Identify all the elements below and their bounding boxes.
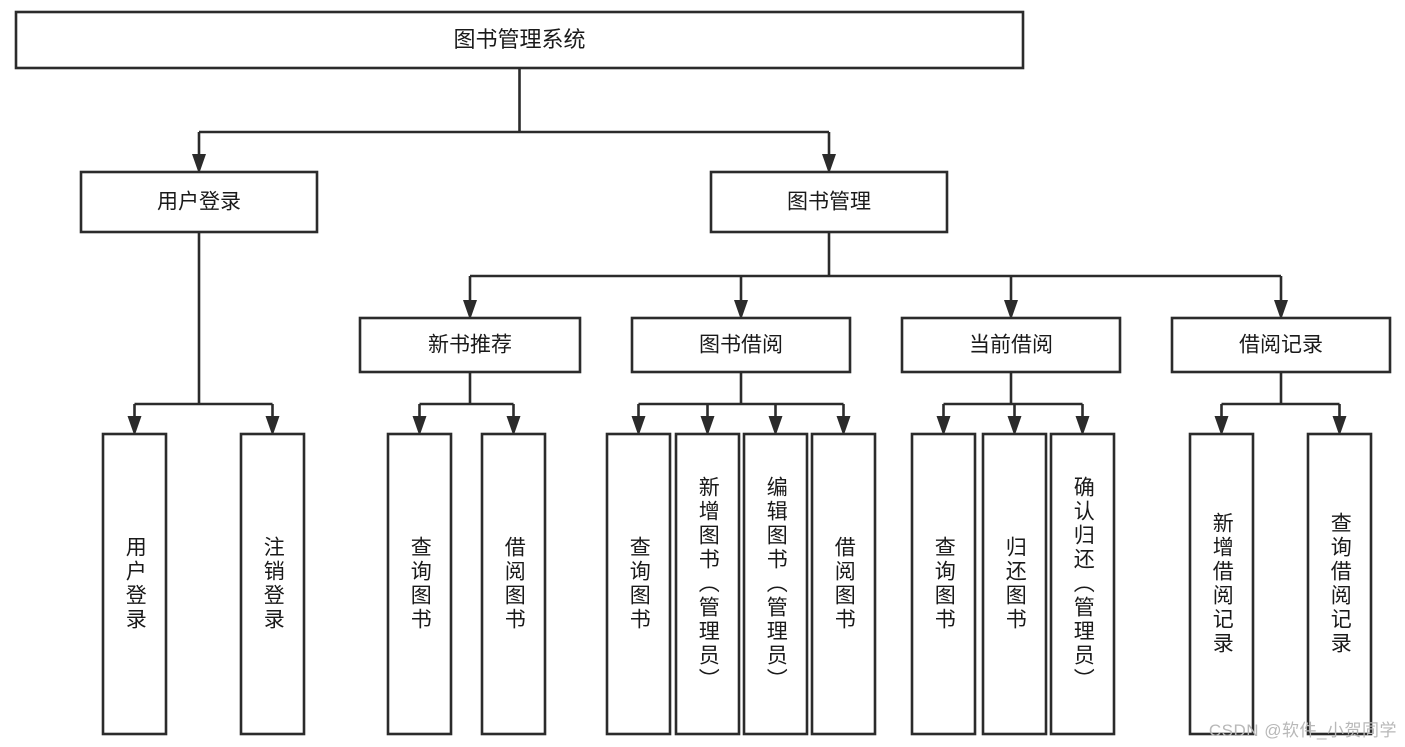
node-label-user-login: 用户登录 xyxy=(157,191,241,214)
node-box-leaf-cur-return-book[interactable] xyxy=(981,432,1048,736)
connector-layer xyxy=(127,68,1347,436)
arrow-head-icon xyxy=(265,416,280,436)
arrow-head-icon xyxy=(734,300,748,320)
node-label-borrow-record: 借阅记录 xyxy=(1239,334,1323,357)
node-box-leaf-rec-borrow-book[interactable] xyxy=(480,432,547,736)
arrow-head-icon xyxy=(463,300,477,320)
node-box-leaf-cur-query-book[interactable] xyxy=(910,432,977,736)
arrow-head-icon xyxy=(192,154,206,174)
node-label-book-manage: 图书管理 xyxy=(787,191,871,214)
arrow-head-icon xyxy=(700,416,715,436)
node-box-leaf-rec-query-record[interactable] xyxy=(1306,432,1373,736)
arrow-head-icon xyxy=(822,154,836,174)
node-box-root[interactable] xyxy=(14,10,1025,70)
arrow-head-icon xyxy=(631,416,646,436)
node-box-book-borrow[interactable] xyxy=(630,316,852,374)
node-box-layer xyxy=(14,10,1392,736)
arrow-head-icon xyxy=(1007,416,1022,436)
arrow-head-icon xyxy=(506,416,521,436)
node-label-root: 图书管理系统 xyxy=(453,27,585,52)
arrow-head-icon xyxy=(936,416,951,436)
node-label-current-borrow: 当前借阅 xyxy=(969,334,1053,357)
node-box-leaf-cur-confirm-return[interactable] xyxy=(1049,432,1116,736)
node-box-current-borrow[interactable] xyxy=(900,316,1122,374)
node-label-new-book-rec: 新书推荐 xyxy=(428,334,512,357)
arrow-head-icon xyxy=(1214,416,1229,436)
node-box-new-book-rec[interactable] xyxy=(358,316,582,374)
node-box-leaf-user-login[interactable] xyxy=(101,432,168,736)
arrow-head-icon xyxy=(127,416,142,436)
node-box-leaf-borrow-query-book[interactable] xyxy=(605,432,672,736)
node-box-leaf-rec-query-book[interactable] xyxy=(386,432,453,736)
watermark-text: CSDN @软件_小贺同学 xyxy=(1208,721,1397,740)
node-box-leaf-rec-add-record[interactable] xyxy=(1188,432,1255,736)
node-box-leaf-borrow-add-book[interactable] xyxy=(674,432,741,736)
node-box-borrow-record[interactable] xyxy=(1170,316,1392,374)
arrow-head-icon xyxy=(1075,416,1090,436)
node-box-leaf-borrow-lend-book[interactable] xyxy=(810,432,877,736)
node-box-book-manage[interactable] xyxy=(709,170,949,234)
node-box-user-login[interactable] xyxy=(79,170,319,234)
arrow-head-icon xyxy=(768,416,783,436)
arrow-head-icon xyxy=(1332,416,1347,436)
node-box-leaf-borrow-edit-book[interactable] xyxy=(742,432,809,736)
arrow-head-icon xyxy=(836,416,851,436)
arrow-head-icon xyxy=(412,416,427,436)
arrow-head-icon xyxy=(1274,300,1288,320)
arrow-head-icon xyxy=(1004,300,1018,320)
node-box-leaf-user-logout[interactable] xyxy=(239,432,306,736)
node-label-book-borrow: 图书借阅 xyxy=(699,334,783,357)
